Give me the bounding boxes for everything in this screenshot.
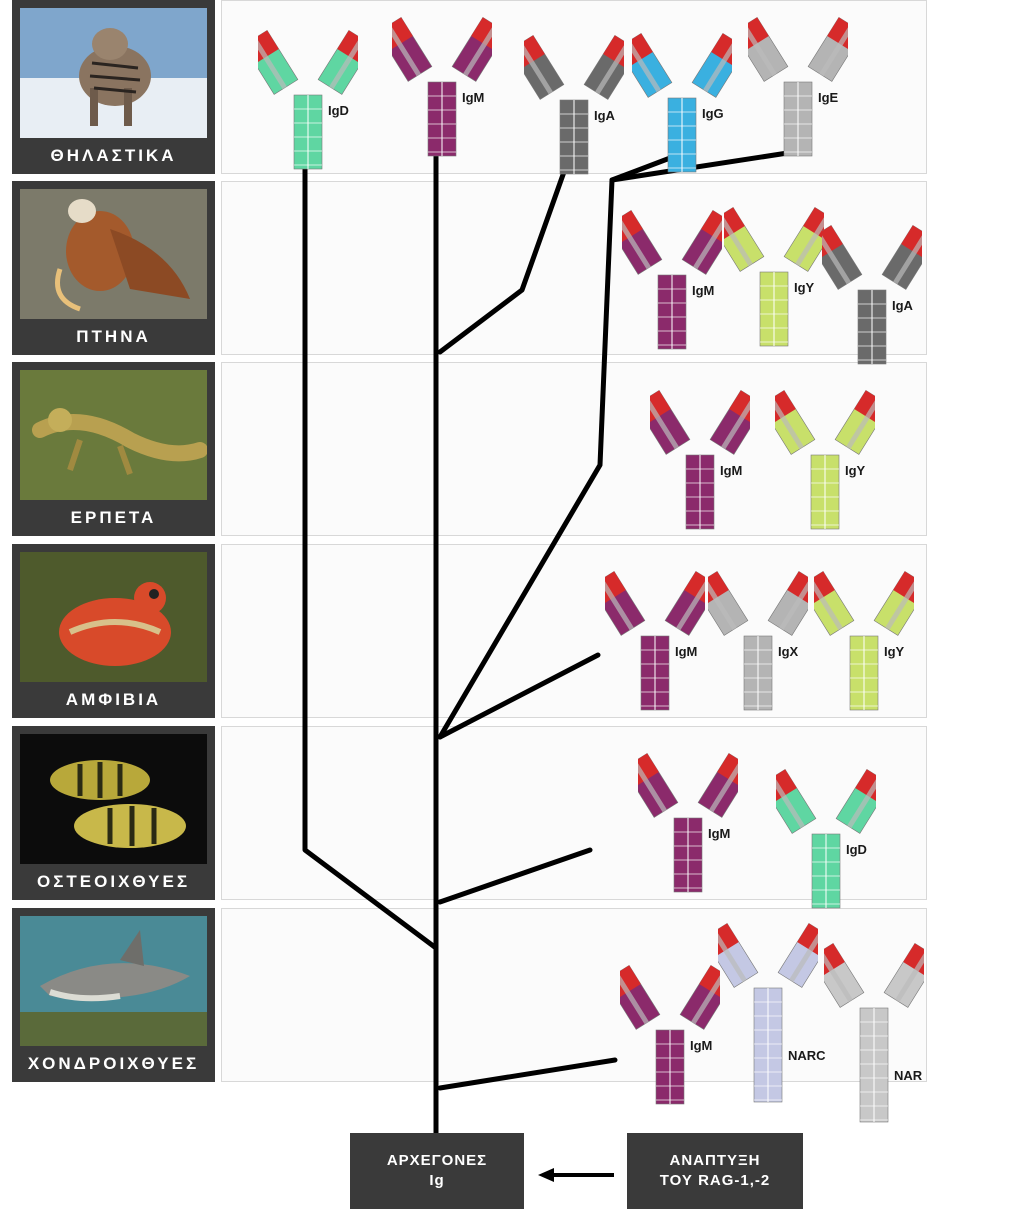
antibody-icon xyxy=(508,34,640,175)
antibody-icon xyxy=(708,206,840,347)
origin-ig-line1: ΑΡΧΕΓΟΝΕΣ xyxy=(386,1152,488,1169)
lizard-photo xyxy=(20,370,207,500)
antibody-label: IgE xyxy=(818,90,839,105)
group-label-bony-fish: ΟΣΤΕΟΙΧΘΥΕΣ xyxy=(36,872,191,891)
antibody-label: IgX xyxy=(778,644,799,659)
antibody-icon xyxy=(616,32,748,173)
antibody-icon xyxy=(376,16,508,157)
antibody-icon xyxy=(798,570,930,711)
antibody-igm-amphibians: IgM xyxy=(589,566,721,721)
row-panel-reptiles xyxy=(221,362,927,536)
tile-mammals: ΘΗΛΑΣΤΙΚΑ xyxy=(12,0,215,174)
antibody-label: IgM xyxy=(675,644,698,659)
frog-photo xyxy=(20,552,207,682)
antibody-icon xyxy=(242,29,374,170)
antibody-icon xyxy=(759,389,891,530)
antibody-igg-mammals: IgG xyxy=(616,28,748,183)
rag-line1: ΑΝΑΠΤΥΞΗ xyxy=(669,1152,761,1169)
antibody-igm-bony-fish: IgM xyxy=(622,748,754,903)
antibody-icon xyxy=(622,752,754,893)
tree-branch-cartilaginous xyxy=(437,1057,618,1091)
row-panel-amphibians xyxy=(221,544,927,718)
tile-bony-fish: ΟΣΤΕΟΙΧΘΥΕΣ xyxy=(12,726,215,900)
tree-branch-igd xyxy=(302,152,439,951)
group-label-birds: ΠΤΗΝΑ xyxy=(76,327,151,346)
antibody-icon xyxy=(760,768,892,909)
antibody-label: IgY xyxy=(845,463,866,478)
perch-photo xyxy=(20,734,207,864)
group-label-reptiles: ΕΡΠΕΤΑ xyxy=(70,508,157,527)
tile-cartilaginous-fish: ΧΟΝΔΡΟΙΧΘΥΕΣ xyxy=(12,908,215,1082)
antibody-icon xyxy=(634,389,766,530)
antibody-label: IgA xyxy=(594,108,615,123)
antibody-ige-mammals: IgE xyxy=(732,12,864,167)
antibody-igd-mammals: IgD xyxy=(242,25,374,180)
antibody-label: NARC xyxy=(788,1048,826,1063)
origin-ig-line2: Ig xyxy=(429,1172,445,1189)
antibody-igx-amphibians: IgX xyxy=(692,566,824,721)
group-label-amphibians: ΑΜΦΙΒΙΑ xyxy=(65,690,162,709)
tree-branch-amphibian xyxy=(437,652,601,740)
tiger-photo xyxy=(20,8,207,138)
antibody-label: IgM xyxy=(692,283,715,298)
antibody-label: IgM xyxy=(720,463,743,478)
antibody-icon xyxy=(808,942,940,1123)
antibody-igy-birds: IgY xyxy=(708,202,840,357)
hawk-photo xyxy=(20,189,207,319)
antibody-igm-birds: IgM xyxy=(606,205,738,360)
tile-amphibians: ΑΜΦΙΒΙΑ xyxy=(12,544,215,718)
origin-ig-box: ΑΡΧΕΓΟΝΕΣ Ig xyxy=(350,1133,524,1209)
antibody-icon xyxy=(702,922,834,1103)
antibody-label: IgM xyxy=(462,90,485,105)
tree-branch-bony-fish xyxy=(437,847,593,905)
antibody-label: IgD xyxy=(328,103,349,118)
antibody-icon xyxy=(732,16,864,157)
antibody-igm-mammals: IgM xyxy=(376,12,508,167)
antibody-igm-cartilaginous-fish: IgM xyxy=(604,960,736,1115)
antibody-narc-cartilaginous-fish: NARC xyxy=(702,918,834,1113)
rag-development-box: ΑΝΑΠΤΥΞΗ ΤΟΥ RAG-1,-2 xyxy=(627,1133,803,1209)
antibody-label: IgM xyxy=(708,826,731,841)
antibody-icon xyxy=(692,570,824,711)
antibody-igy-amphibians: IgY xyxy=(798,566,930,721)
antibody-iga-birds: IgA xyxy=(806,220,938,375)
shark-photo xyxy=(20,916,207,1046)
group-label-mammals: ΘΗΛΑΣΤΙΚΑ xyxy=(50,146,177,165)
antibody-iga-mammals: IgA xyxy=(508,30,640,185)
tree-branch-ige xyxy=(437,152,681,740)
antibody-igy-reptiles: IgY xyxy=(759,385,891,540)
tree-branch-ige-tip xyxy=(609,149,797,183)
antibody-label: IgY xyxy=(884,644,905,659)
antibody-icon xyxy=(589,570,721,711)
tile-birds: ΠΤΗΝΑ xyxy=(12,181,215,355)
antibody-label: IgD xyxy=(846,842,867,857)
antibody-label: IgG xyxy=(702,106,724,121)
antibody-icon xyxy=(806,224,938,365)
antibody-label: IgM xyxy=(690,1038,713,1053)
antibody-label: NAR xyxy=(894,1068,923,1083)
antibody-label: IgY xyxy=(794,280,815,295)
antibody-igm-reptiles: IgM xyxy=(634,385,766,540)
antibody-icon xyxy=(606,209,738,350)
rag-line2: ΤΟΥ RAG-1,-2 xyxy=(659,1172,771,1189)
antibody-icon xyxy=(604,964,736,1105)
left-arrow-icon xyxy=(538,1168,614,1182)
antibody-label: IgA xyxy=(892,298,913,313)
antibody-nar-cartilaginous-fish: NAR xyxy=(808,938,940,1133)
group-label-cartilaginous-fish: ΧΟΝΔΡΟΙΧΘΥΕΣ xyxy=(27,1054,200,1073)
tree-branch-iga-mammal xyxy=(437,152,573,355)
antibody-igd-bony-fish: IgD xyxy=(760,764,892,919)
tile-reptiles: ΕΡΠΕΤΑ xyxy=(12,362,215,536)
